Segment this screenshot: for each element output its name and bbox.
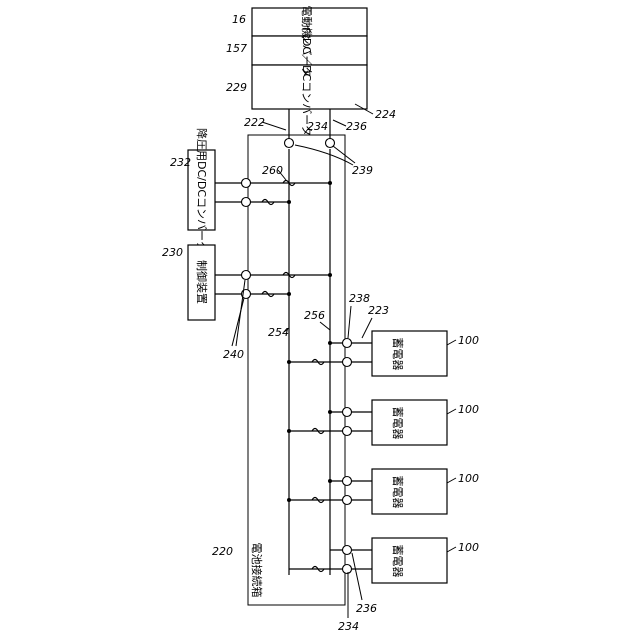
tap-terminal [343,408,352,417]
ref-223: 223 [368,304,389,317]
leader-line [236,280,245,346]
ref-260: 260 [262,164,283,177]
ref-236-top: 236 [346,120,367,133]
controller-ref: 230 [162,246,183,259]
ref-224: 224 [375,108,396,121]
stepdown-ref: 232 [170,156,191,169]
leader-line [352,553,362,600]
tap-terminal [343,477,352,486]
leader-line [333,120,346,126]
battery-label-3: 蓄電器 [391,476,404,509]
battery-boxes: 蓄電器 100 蓄電器 100 蓄電器 100 蓄電器 100 [372,331,479,583]
battery-box-1 [372,331,447,376]
controller-label: 制御装置 [195,260,209,304]
tap-terminal [343,546,352,555]
tap-terminal [343,427,352,436]
tap-terminal [343,358,352,367]
junction-dot [287,429,291,433]
battery-label-4: 蓄電器 [391,545,404,578]
dcdc-ref: 229 [226,81,247,94]
controller-terminal-1 [242,271,251,280]
ref-239: 239 [352,164,373,177]
junction-box-label: 電池接続箱 [250,543,264,598]
battery-ref-4: 100 [458,541,479,554]
leader-line [348,306,351,338]
ref-238: 238 [349,292,370,305]
leader-line [447,340,456,345]
main-bus [285,109,335,575]
junction-dot [287,200,291,204]
junction-dot [328,479,332,483]
leader-line [320,322,330,330]
inverter-ref: 157 [226,42,247,55]
stepdown-terminal-2 [242,198,251,207]
stepdown-label: 降圧用DC/DCコンバータ [195,128,209,252]
battery-ref-2: 100 [458,403,479,416]
battery-box-3 [372,469,447,514]
junction-dot [328,410,332,414]
battery-box-4 [372,538,447,583]
junction-dot [287,498,291,502]
leader-line [447,478,456,483]
ref-256: 256 [304,309,325,322]
tap-terminal [343,565,352,574]
ref-234-top: 234 [307,120,328,133]
battery-ref-1: 100 [458,334,479,347]
leader-line [447,547,456,552]
ref-240: 240 [223,348,244,361]
leader-line [262,122,286,130]
junction-dot [287,360,291,364]
stepdown-terminal-1 [242,179,251,188]
junction-dot [287,292,291,296]
battery-label-1: 蓄電器 [391,338,404,371]
battery-box-2 [372,400,447,445]
junction-dot [328,181,332,185]
battery-label-2: 蓄電器 [391,407,404,440]
tap-terminal [343,339,352,348]
battery-ref-3: 100 [458,472,479,485]
junction-dot [328,341,332,345]
leader-line [232,298,244,346]
ref-254: 254 [268,326,289,339]
motor-ref: 16 [232,13,246,26]
leader-line [447,409,456,414]
ref-236-bottom: 236 [356,602,377,615]
stepdown-converter: 降圧用DC/DCコンバータ 232 [170,128,332,252]
terminal-234 [285,139,294,148]
leader-line [362,318,372,338]
ref-234-bottom: 234 [338,620,359,633]
junction-dot [328,273,332,277]
junction-box-ref: 220 [212,545,233,558]
ref-222: 222 [244,116,265,129]
tap-terminal [343,496,352,505]
